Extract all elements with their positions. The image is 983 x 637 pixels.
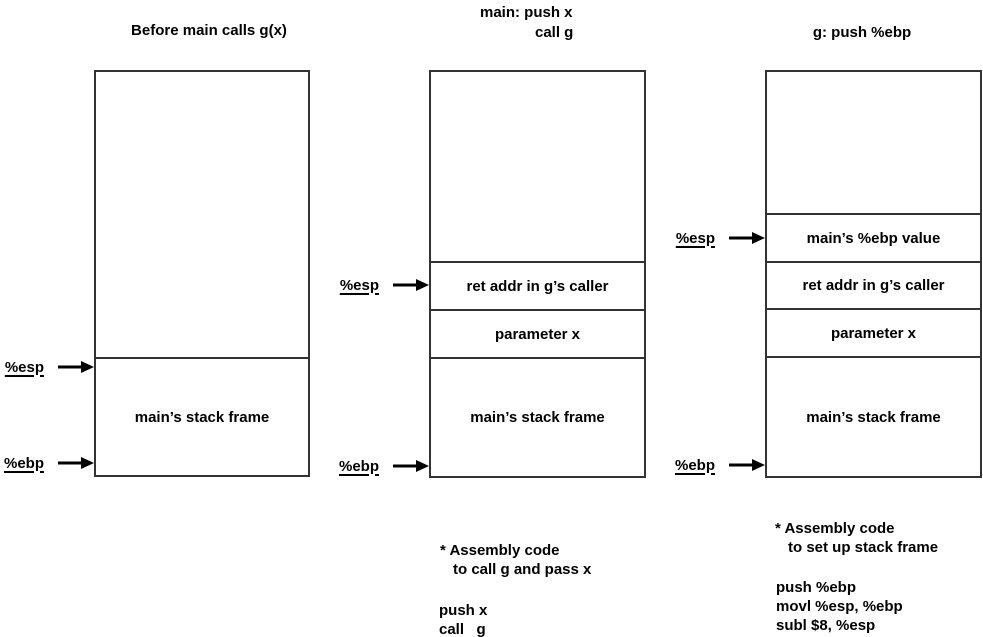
stack-segment-empty [96, 72, 308, 357]
stack-segment-label: main’s stack frame [806, 408, 941, 426]
ebp-pointer: %ebp [0, 452, 94, 474]
stack-box: main’s stack frame [94, 70, 310, 477]
assembly-code-line: push x [439, 602, 488, 619]
assembly-note: * Assembly code to call g and pass x [440, 541, 591, 579]
right-arrow-icon [58, 361, 94, 373]
ebp-pointer: %ebp [335, 455, 429, 477]
stack-segment-parameter-x: parameter x [431, 309, 644, 357]
esp-pointer: %esp [335, 274, 429, 296]
assembly-code-line: movl %esp, %ebp [776, 598, 903, 615]
stack-segment-mains-frame: main’s stack frame [767, 356, 980, 476]
stack-segment-label: ret addr in g’s caller [466, 277, 609, 295]
stack-segment-ret-addr: ret addr in g’s caller [431, 261, 644, 309]
assembly-note: * Assembly code to set up stack frame [775, 519, 938, 557]
stack-segment-label: parameter x [830, 324, 917, 342]
esp-pointer: %esp [671, 227, 765, 249]
right-arrow-icon [729, 232, 765, 244]
ebp-label: %ebp [674, 456, 715, 474]
assembly-code-line: call g [439, 621, 486, 637]
stack-segment-empty [767, 72, 980, 213]
stack-segment-mains-frame: main’s stack frame [431, 357, 644, 476]
stack-segment-label: main’s %ebp value [806, 229, 941, 247]
stack-box: main’s %ebp value ret addr in g’s caller… [765, 70, 982, 478]
ebp-label: %ebp [338, 457, 379, 475]
esp-pointer: %esp [0, 356, 94, 378]
right-arrow-icon [58, 457, 94, 469]
esp-label: %esp [339, 276, 379, 294]
assembly-note-line: to call g and pass x [453, 561, 592, 578]
panel-title-line2: call g [535, 24, 574, 41]
panel-title: g: push %ebp [812, 24, 912, 41]
stack-segment-ret-addr: ret addr in g’s caller [767, 261, 980, 308]
stack-segment-parameter-x: parameter x [767, 308, 980, 356]
stack-segment-empty [431, 72, 644, 261]
panel-title: Before main calls g(x) [131, 22, 287, 39]
stack-segment-label: parameter x [494, 325, 581, 343]
assembly-code-line: subl $8, %esp [776, 617, 876, 634]
assembly-note-line: * Assembly code [775, 520, 895, 537]
stack-segment-mains-frame: main’s stack frame [96, 357, 308, 475]
stack-box: ret addr in g’s caller parameter x main’… [429, 70, 646, 478]
assembly-note-line: * Assembly code [440, 542, 560, 559]
assembly-code-line: push %ebp [776, 579, 857, 596]
assembly-code: push %ebp movl %esp, %ebp subl $8, %esp [776, 578, 903, 635]
stack-segment-label: main’s stack frame [134, 408, 270, 426]
esp-label: %esp [4, 358, 44, 376]
stack-segment-label: ret addr in g’s caller [802, 277, 945, 294]
esp-label: %esp [675, 229, 715, 247]
ebp-pointer: %ebp [671, 454, 765, 476]
panel-title: main: push x [480, 4, 573, 21]
stack-segment-mains-ebp: main’s %ebp value [767, 213, 980, 261]
assembly-code: push x call g [439, 601, 487, 637]
stack-segment-label: main’s stack frame [470, 409, 605, 426]
ebp-label: %ebp [3, 454, 44, 472]
right-arrow-icon [393, 460, 429, 472]
assembly-note-line: to set up stack frame [788, 539, 939, 556]
right-arrow-icon [393, 279, 429, 291]
right-arrow-icon [729, 459, 765, 471]
